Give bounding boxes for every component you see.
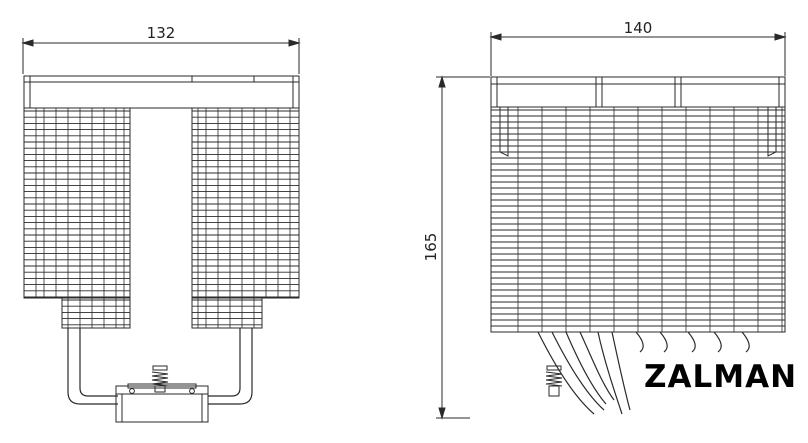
side-spring-screw [545,365,563,397]
side-width-dimension [489,32,787,76]
side-width-label: 140 [624,19,653,37]
front-top-cover [23,75,300,109]
height-label: 165 [422,233,440,262]
front-base-block [115,365,209,423]
front-right-fins-outline [191,107,300,299]
front-width-dimension [21,38,301,74]
front-right-lower-fins [191,297,263,329]
side-heatpipes [537,331,750,415]
side-top-cover [490,76,786,108]
front-left-lower-fins [61,297,131,329]
front-heatpipes [67,328,253,405]
side-fin-stack [491,107,785,332]
front-width-label: 132 [147,24,176,42]
front-view [21,38,301,423]
side-clips [499,107,777,157]
front-fin-stack [24,110,299,326]
front-fin-strips [35,108,291,328]
side-height-dimension [436,75,490,420]
zalman-logo: ZALMAN [644,359,798,395]
front-spring-screw [129,365,195,394]
side-view [436,32,787,420]
front-left-fins-outline [23,107,131,299]
